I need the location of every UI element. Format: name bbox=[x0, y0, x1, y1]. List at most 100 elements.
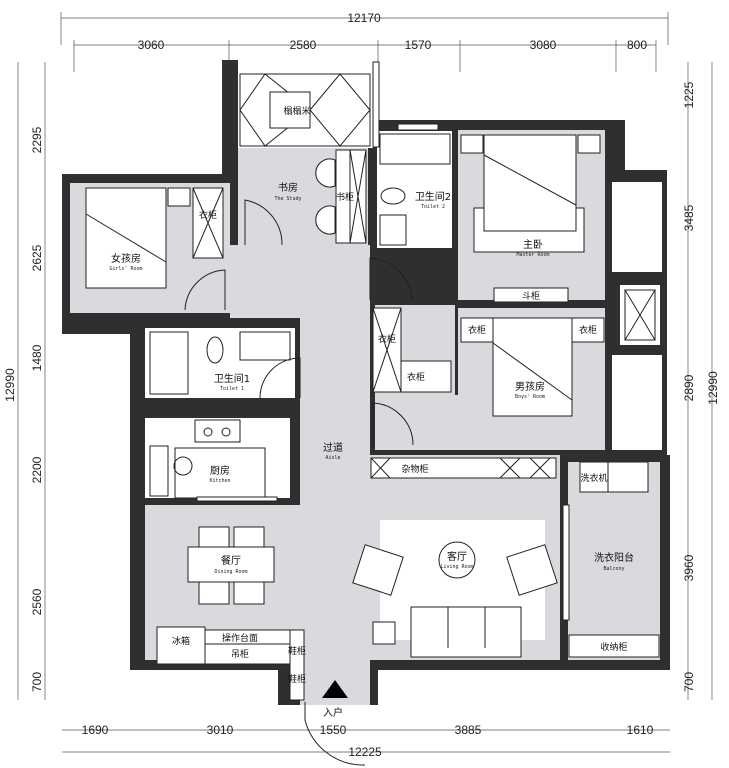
girls-door[interactable] bbox=[184, 269, 226, 311]
stove bbox=[194, 419, 241, 443]
wall-cabinet-label: 吊柜 bbox=[231, 648, 249, 660]
dim-top-1: 3060 bbox=[138, 38, 165, 52]
dining-label-en: Dining Room bbox=[214, 569, 247, 575]
aisle-label: 过道 bbox=[323, 441, 343, 454]
toilet bbox=[380, 187, 406, 205]
dim-left-6: 700 bbox=[30, 672, 44, 692]
toilet1-door[interactable] bbox=[259, 357, 301, 399]
dim-left-3: 1480 bbox=[30, 344, 44, 371]
armchair-right bbox=[506, 544, 558, 596]
dim-bottom-total: 12225 bbox=[348, 745, 382, 759]
master-label: 主卧 bbox=[523, 238, 543, 251]
dim-bottom-5: 1610 bbox=[627, 723, 654, 737]
shoe-cabinet-label-2: 鞋柜 bbox=[288, 673, 306, 685]
kitchen-sink bbox=[149, 445, 169, 497]
shoe-cabinet bbox=[289, 629, 305, 701]
toilet2-label-en: Toilet 2 bbox=[421, 204, 445, 210]
girls-label-en: Girls' Room bbox=[109, 266, 142, 272]
master-bed bbox=[483, 134, 577, 232]
shower bbox=[379, 133, 451, 165]
entry-label: 入户 bbox=[323, 706, 343, 719]
laundry-label: 洗衣阳台 bbox=[594, 551, 634, 564]
shoe-cabinet-label: 鞋柜 bbox=[288, 645, 306, 657]
chest bbox=[493, 287, 569, 303]
railing bbox=[372, 61, 380, 148]
toilet2-label: 卫生间2 bbox=[415, 190, 451, 203]
toilet bbox=[206, 336, 224, 364]
dim-top-total: 12170 bbox=[347, 11, 381, 25]
boys-bed bbox=[492, 317, 573, 417]
sink bbox=[239, 331, 291, 361]
master-door[interactable] bbox=[369, 257, 413, 301]
counter-label: 操作台面 bbox=[222, 632, 258, 644]
entry-door[interactable] bbox=[304, 702, 366, 766]
dim-top-4: 3080 bbox=[530, 38, 557, 52]
dim-right-5: 700 bbox=[682, 672, 696, 692]
chair bbox=[315, 205, 336, 235]
aisle-label-en: Aisle bbox=[325, 455, 340, 461]
study-label: 书房 bbox=[278, 181, 298, 194]
nightstand bbox=[460, 134, 484, 154]
study-label-en: The Study bbox=[274, 196, 301, 202]
armchair-left bbox=[352, 544, 404, 596]
dimension-lines bbox=[17, 12, 713, 753]
kitchen-label: 厨房 bbox=[210, 464, 230, 477]
wardrobe-label: 衣柜 bbox=[579, 324, 597, 336]
dim-bottom-4: 3885 bbox=[455, 723, 482, 737]
dim-right-3: 2890 bbox=[682, 374, 696, 401]
nightstand bbox=[167, 187, 191, 207]
dim-bottom-1: 1690 bbox=[82, 723, 109, 737]
fridge-label: 冰箱 bbox=[172, 635, 190, 647]
wardrobe-label: 衣柜 bbox=[407, 371, 425, 383]
coffee-table bbox=[438, 541, 476, 579]
dining-table bbox=[187, 546, 275, 583]
dim-top-2: 2580 bbox=[290, 38, 317, 52]
sofa bbox=[410, 606, 522, 658]
dim-left-4: 2200 bbox=[30, 456, 44, 483]
study-door[interactable] bbox=[244, 199, 283, 246]
living-label-en: Living Room bbox=[440, 564, 473, 570]
dim-right-total: 12990 bbox=[706, 371, 720, 405]
girls-wardrobe-label: 衣柜 bbox=[199, 209, 217, 221]
dim-bottom-3: 1550 bbox=[320, 723, 347, 737]
boys-door[interactable] bbox=[372, 402, 414, 446]
dim-right-1: 1225 bbox=[682, 81, 696, 108]
boys-label: 男孩房 bbox=[515, 380, 545, 393]
tatami-label: 榻榻米 bbox=[283, 105, 310, 117]
kitchen-label-en: Kitchen bbox=[209, 478, 230, 484]
entry-arrow-icon bbox=[322, 680, 348, 698]
storage-label: 杂物柜 bbox=[401, 463, 428, 475]
storage-cabinet bbox=[568, 634, 660, 658]
laundry-label-en: Balcony bbox=[603, 566, 624, 572]
dim-right-4: 3960 bbox=[682, 554, 696, 581]
storage-cabinet bbox=[370, 457, 557, 479]
dim-top-3: 1570 bbox=[405, 38, 432, 52]
chest-label: 斗柜 bbox=[522, 290, 540, 302]
living-label: 客厅 bbox=[447, 550, 467, 563]
dim-bottom-2: 3010 bbox=[207, 723, 234, 737]
cabinet-label: 收纳柜 bbox=[600, 641, 627, 653]
tatami bbox=[239, 73, 371, 147]
wardrobe-label: 衣柜 bbox=[378, 333, 396, 345]
window bbox=[397, 123, 439, 131]
girls-label: 女孩房 bbox=[111, 252, 141, 265]
shower bbox=[149, 331, 189, 395]
dim-left-5: 2560 bbox=[30, 588, 44, 615]
dim-right-2: 3485 bbox=[682, 204, 696, 231]
washer-label: 洗衣机 bbox=[580, 472, 607, 484]
lamp-table bbox=[372, 621, 396, 645]
dim-left-total: 12990 bbox=[3, 368, 17, 402]
toilet1-label-en: Toilet 1 bbox=[220, 386, 244, 392]
balcony-sliding-door[interactable] bbox=[562, 504, 570, 621]
dim-left-1: 2295 bbox=[30, 126, 44, 153]
dim-top-5: 800 bbox=[627, 38, 647, 52]
chair bbox=[315, 158, 336, 188]
dim-left-2: 2625 bbox=[30, 244, 44, 271]
nightstand bbox=[577, 134, 601, 154]
wardrobe-label: 衣柜 bbox=[468, 324, 486, 336]
dining-label: 餐厅 bbox=[221, 554, 241, 567]
toilet1-label: 卫生间1 bbox=[214, 372, 250, 385]
bookcase-label: 书柜 bbox=[336, 191, 354, 203]
kitchen-sliding-door[interactable] bbox=[196, 496, 278, 502]
